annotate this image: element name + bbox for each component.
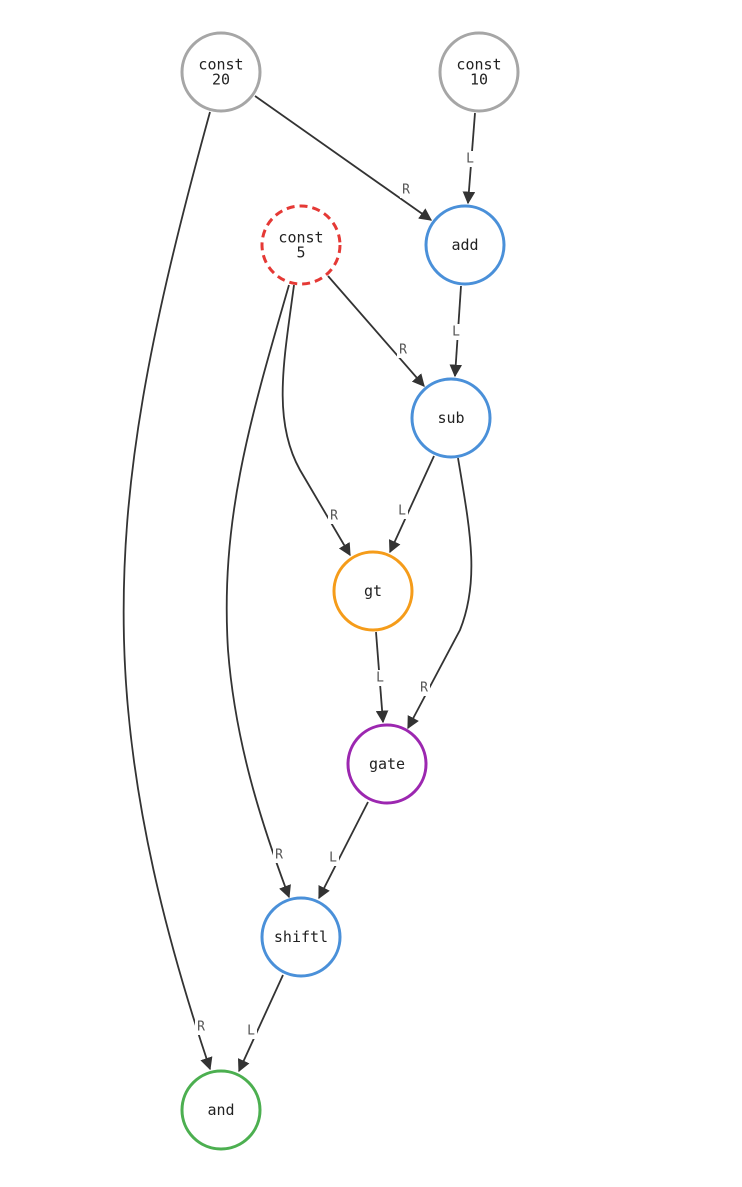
- node-sub[interactable]: sub: [410, 377, 492, 459]
- edge-label-bg: [374, 670, 386, 686]
- edge-label: R: [399, 343, 407, 358]
- edge-label: R: [197, 1020, 205, 1035]
- edge-label: R: [275, 848, 283, 863]
- edge-label-bg: [450, 324, 462, 340]
- edge-const20-to-and: R: [122, 111, 213, 1071]
- node-gt[interactable]: gt: [332, 550, 414, 632]
- edge-const5-to-sub: R: [327, 275, 425, 387]
- node-label: and: [207, 1101, 234, 1119]
- edge-const5-to-gt: R: [281, 284, 351, 557]
- edge-label: L: [466, 152, 474, 167]
- edge-label-bg: [396, 503, 408, 519]
- node-circle: [260, 204, 342, 286]
- edge-label: L: [247, 1024, 255, 1039]
- edge-label: R: [330, 509, 338, 524]
- node-circle: [346, 723, 428, 805]
- node-circle: [438, 31, 520, 113]
- node-circle: [180, 1069, 262, 1151]
- node-circle: [260, 896, 342, 978]
- edge-path: [407, 457, 473, 730]
- node-label: const: [198, 56, 243, 74]
- edge-label-bg: [464, 151, 476, 167]
- edge-label: R: [420, 681, 428, 696]
- edge-gt-to-gate: L: [374, 631, 389, 724]
- edge-label-bg: [400, 182, 412, 198]
- edge-label-bg: [397, 342, 409, 358]
- edge-path: [254, 95, 433, 221]
- edge-const5-to-shiftl: R: [225, 284, 291, 899]
- node-label: const: [278, 229, 323, 247]
- edge-path: [318, 801, 369, 900]
- node-label: gt: [364, 582, 382, 600]
- edge-label: L: [398, 504, 406, 519]
- edge-label-bg: [273, 847, 285, 863]
- node-label: shiftl: [274, 928, 328, 946]
- edge-shiftl-to-and: L: [237, 974, 284, 1073]
- node-circle: [424, 204, 506, 286]
- edge-label: L: [452, 325, 460, 340]
- edge-path: [237, 974, 284, 1073]
- edge-label-bg: [327, 850, 339, 866]
- node-label: gate: [369, 755, 405, 773]
- edge-const10-to-add: L: [462, 112, 476, 205]
- edge-label: L: [376, 671, 384, 686]
- edge-label: L: [329, 851, 337, 866]
- edge-label-bg: [245, 1023, 257, 1039]
- node-gate[interactable]: gate: [346, 723, 428, 805]
- edge-path: [281, 284, 351, 557]
- node-label: sub: [437, 409, 464, 427]
- edge-sub-to-gt: L: [388, 455, 435, 554]
- edge-add-to-sub: L: [449, 285, 463, 378]
- edge-label-bg: [195, 1019, 207, 1035]
- edge-path: [327, 275, 425, 387]
- node-and[interactable]: and: [180, 1069, 262, 1151]
- edge-gate-to-shiftl: L: [318, 801, 369, 900]
- node-shiftl[interactable]: shiftl: [260, 896, 342, 978]
- node-circle: [410, 377, 492, 459]
- node-label: const: [456, 56, 501, 74]
- node-label: 20: [212, 71, 230, 89]
- edge-path: [388, 455, 435, 554]
- node-label: add: [451, 236, 478, 254]
- edge-path: [122, 111, 213, 1071]
- edge-path: [225, 284, 291, 899]
- node-label: 5: [296, 244, 305, 262]
- edge-const20-to-add: R: [254, 95, 433, 221]
- node-circle: [180, 31, 262, 113]
- edge-label: R: [402, 183, 410, 198]
- edge-sub-to-gate: R: [407, 457, 473, 730]
- edges-layer: R L L R R L L R R L R L: [122, 95, 476, 1073]
- node-circle: [332, 550, 414, 632]
- edge-label-bg: [328, 508, 340, 524]
- node-add[interactable]: add: [424, 204, 506, 286]
- node-label: 10: [470, 71, 488, 89]
- edge-label-bg: [418, 680, 430, 696]
